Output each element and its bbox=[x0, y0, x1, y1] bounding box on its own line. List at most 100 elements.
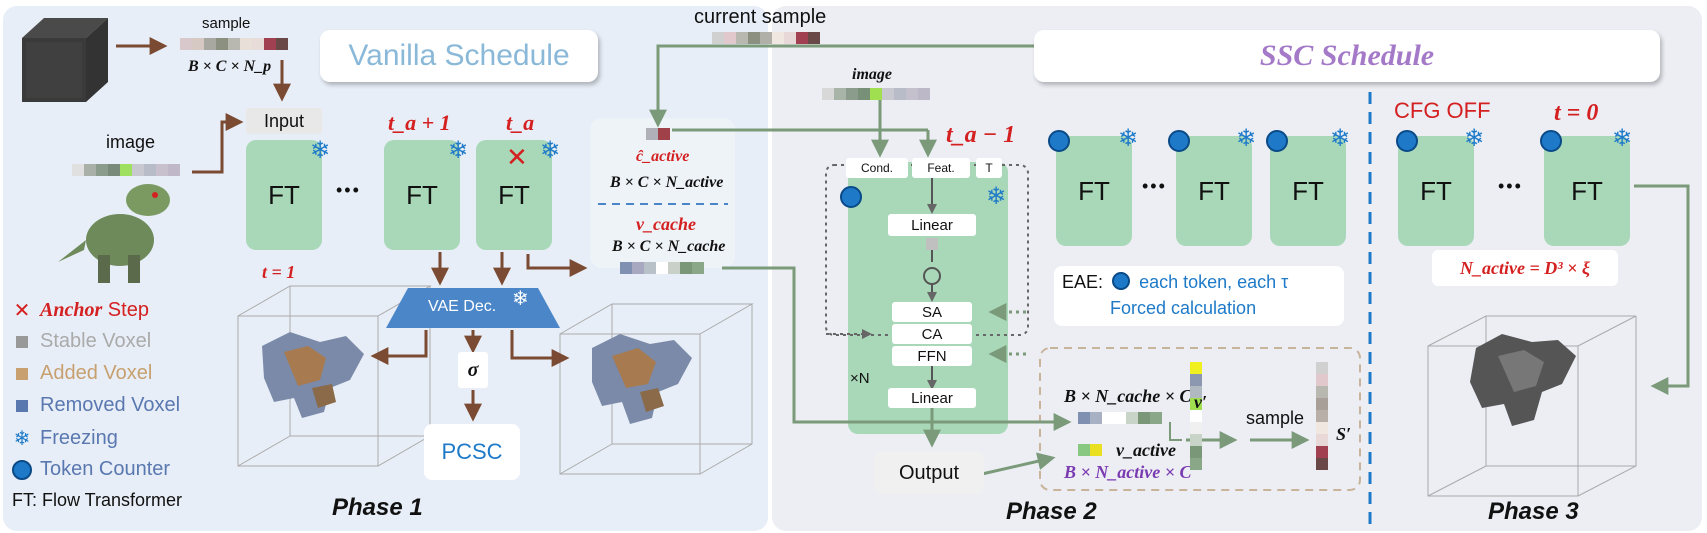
token-counter-icon bbox=[840, 186, 862, 213]
v-cache-label: v_cache bbox=[636, 214, 696, 234]
token-square bbox=[1090, 444, 1102, 456]
pcsc-label: PCSC bbox=[441, 439, 503, 464]
image-label: image bbox=[106, 132, 156, 152]
xn-label: ×N bbox=[850, 370, 870, 387]
token-square bbox=[822, 88, 834, 100]
token-square bbox=[1138, 412, 1150, 424]
token-square bbox=[228, 38, 240, 50]
freeze-icon: ❄ bbox=[1118, 125, 1139, 152]
token-counter-icon bbox=[12, 459, 32, 480]
sa-box: SA bbox=[892, 302, 972, 322]
legend-ft-text: FT: Flow Transformer bbox=[12, 490, 183, 510]
legend-counter-text: Token Counter bbox=[40, 458, 171, 480]
freeze-icon: ❄ bbox=[1330, 125, 1351, 152]
token-square bbox=[620, 262, 632, 274]
token-square bbox=[1078, 444, 1090, 456]
ft-block-ssc-3: FT bbox=[1270, 136, 1346, 246]
ft-label: FT bbox=[1420, 175, 1452, 206]
active-row-strip bbox=[1078, 444, 1102, 456]
legend-anchor-word: Anchor bbox=[40, 299, 103, 321]
linear1-label: Linear bbox=[911, 216, 953, 234]
token-square bbox=[1150, 412, 1162, 424]
ft-block-ta: FT bbox=[476, 140, 552, 250]
token-square bbox=[846, 88, 858, 100]
eae-box: EAE: each token, each τ Forced calculati… bbox=[1054, 266, 1344, 326]
token-square bbox=[252, 38, 264, 50]
freeze-icon: ❄ bbox=[310, 137, 331, 164]
token-square bbox=[658, 128, 670, 140]
ta-label: t_a bbox=[506, 110, 535, 135]
token-square bbox=[668, 262, 680, 274]
freeze-icon: ❄ bbox=[448, 137, 469, 164]
anchor-cross-icon: ✕ bbox=[506, 142, 528, 172]
cache-panel bbox=[590, 118, 735, 268]
linear1-box: Linear bbox=[888, 214, 976, 236]
voxel-shape-right bbox=[592, 334, 692, 424]
ssc-schedule-title: SSC Schedule bbox=[1259, 39, 1435, 72]
current-sample-label: current sample bbox=[694, 6, 827, 28]
removed-voxel-icon bbox=[12, 399, 32, 412]
token-square bbox=[882, 88, 894, 100]
freeze-icon: ❄ bbox=[540, 137, 561, 164]
legend-counter: Token Counter bbox=[12, 458, 170, 481]
input-label: Input bbox=[263, 110, 305, 131]
sigma-label: σ bbox=[467, 358, 479, 381]
token-square bbox=[1316, 362, 1328, 374]
token-square bbox=[72, 164, 84, 176]
active-row-dims: B × N_active × C bbox=[1064, 462, 1192, 482]
freeze-icon: ❄ bbox=[986, 183, 1007, 210]
voxel-shape-final bbox=[1470, 334, 1576, 426]
n-active-box: N_active = D³ × ξ bbox=[1432, 250, 1618, 286]
token-square bbox=[144, 164, 156, 176]
token-square bbox=[906, 88, 918, 100]
token-square bbox=[784, 32, 796, 44]
token-square bbox=[894, 88, 906, 100]
cfg-off-label: CFG OFF bbox=[1394, 98, 1491, 123]
image-token-strip-phase2 bbox=[822, 88, 930, 100]
ft-label: FT bbox=[1292, 175, 1324, 206]
legend-added-text: Added Voxel bbox=[40, 362, 153, 384]
vae-decoder-shape bbox=[386, 288, 560, 328]
linear2-box: Linear bbox=[888, 388, 976, 408]
token-square bbox=[108, 164, 120, 176]
token-square bbox=[870, 88, 882, 100]
cache-row-strip bbox=[1078, 412, 1162, 424]
token-square bbox=[156, 164, 168, 176]
token-square bbox=[1102, 412, 1114, 424]
output-label: Output bbox=[898, 461, 960, 484]
legend-ft: FT: Flow Transformer bbox=[12, 490, 182, 511]
ta-plus-label: t_a + 1 bbox=[388, 110, 451, 135]
stable-voxel-icon bbox=[12, 335, 32, 348]
freeze-icon: ❄ bbox=[1464, 125, 1485, 152]
token-square bbox=[680, 262, 692, 274]
eae-label: EAE: bbox=[1062, 272, 1104, 292]
sample-label: sample bbox=[202, 15, 251, 32]
freeze-icon: ❄ bbox=[13, 428, 31, 450]
token-square bbox=[204, 38, 216, 50]
current-sample-token-strip bbox=[712, 32, 820, 44]
token-square bbox=[736, 32, 748, 44]
v-cache-token-strip bbox=[620, 262, 704, 274]
token-square bbox=[84, 164, 96, 176]
token-square bbox=[1316, 422, 1328, 434]
image-label-phase2: image bbox=[852, 66, 892, 83]
token-square bbox=[796, 32, 808, 44]
sample-op-label: sample bbox=[1246, 408, 1305, 428]
legend-removed-text: Removed Voxel bbox=[40, 394, 181, 416]
freeze-icon: ❄ bbox=[1236, 125, 1257, 152]
token-square bbox=[772, 32, 784, 44]
ft-label: FT bbox=[1198, 175, 1230, 206]
added-voxel-icon bbox=[12, 367, 32, 380]
t-box: T bbox=[976, 158, 1002, 178]
token-square bbox=[180, 38, 192, 50]
cond-box: Cond. bbox=[846, 158, 908, 178]
output-box: Output bbox=[874, 452, 984, 494]
freeze-icon: ❄ bbox=[512, 288, 529, 310]
token-square bbox=[240, 38, 252, 50]
token-square bbox=[1316, 446, 1328, 458]
cache-row-dims: B × N_cache × C bbox=[1064, 386, 1192, 406]
token-square bbox=[644, 262, 656, 274]
token-square bbox=[168, 164, 180, 176]
token-square bbox=[120, 164, 132, 176]
